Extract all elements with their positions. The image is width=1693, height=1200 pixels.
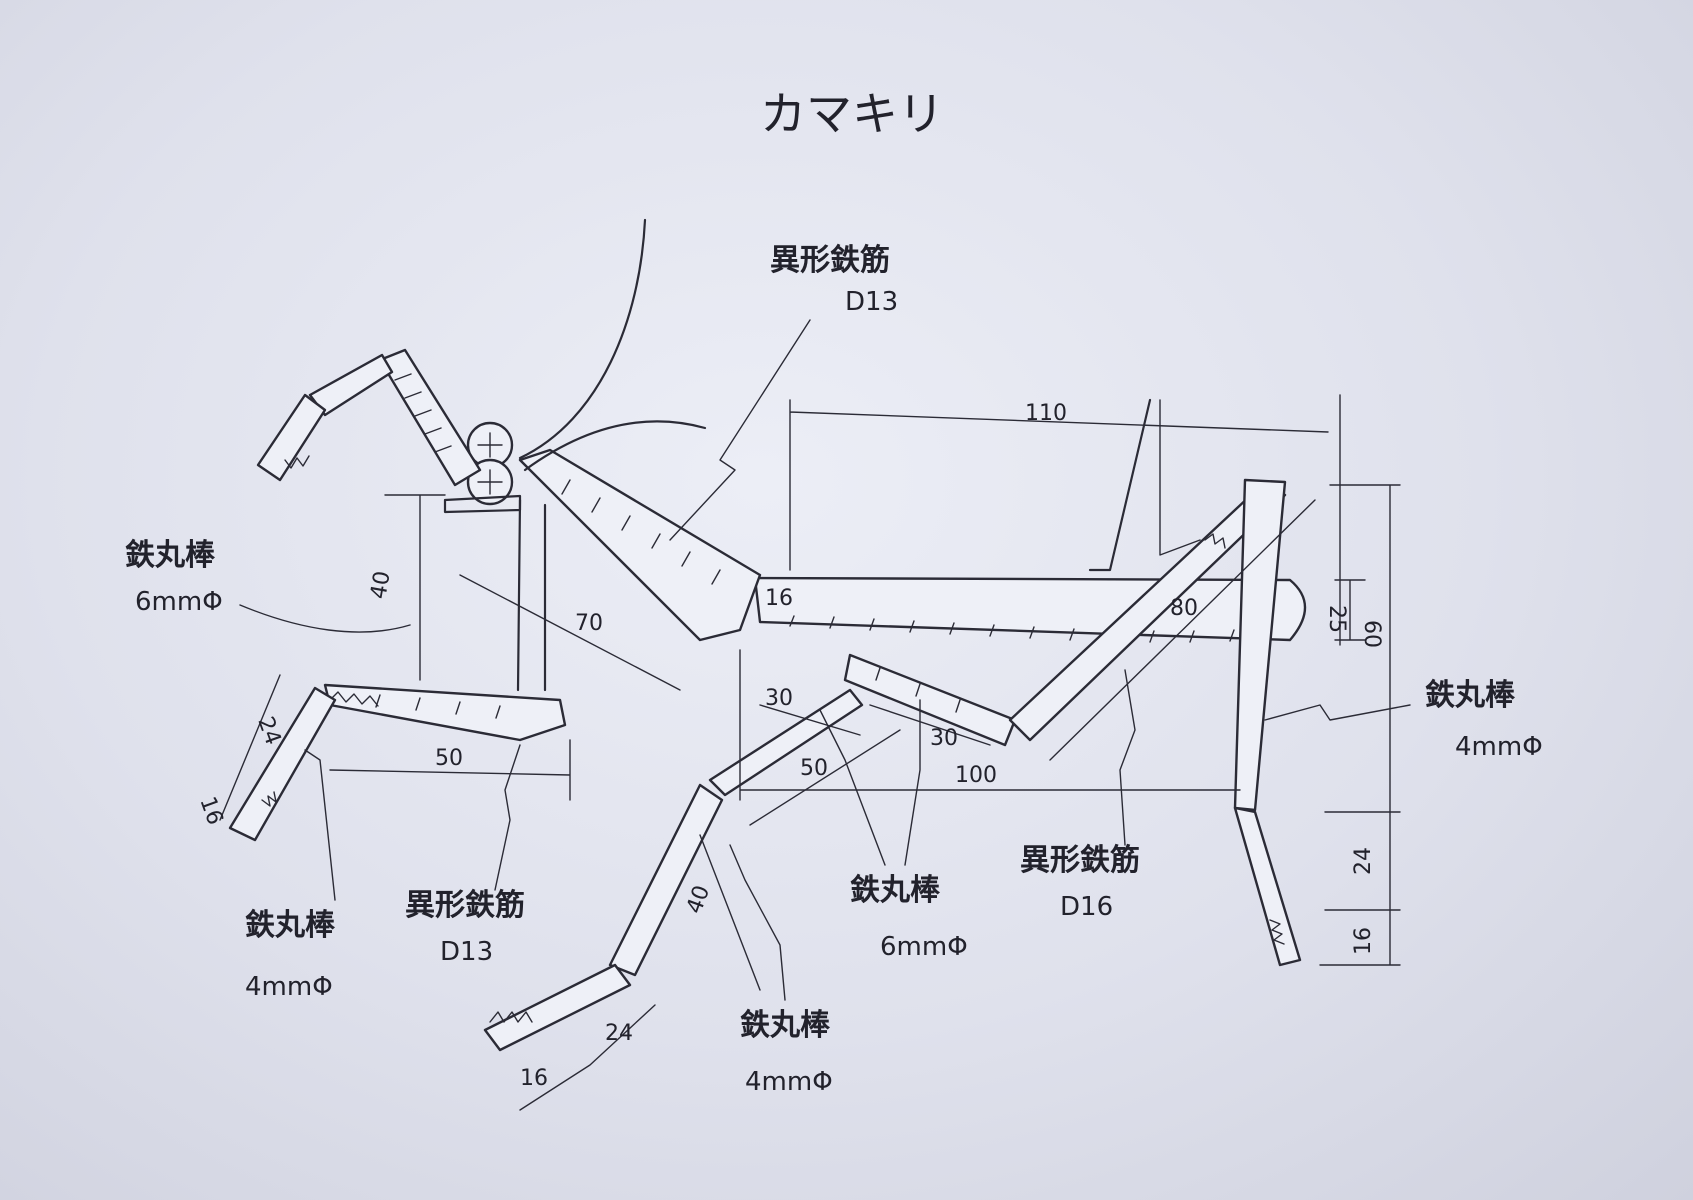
label-rod4-left-spec: 4mmΦ: [245, 972, 333, 1002]
label-rod4-left-name: 鉄丸棒: [245, 908, 336, 943]
antenna-2: [523, 420, 707, 472]
label-rod6-center-name: 鉄丸棒: [850, 873, 941, 908]
dim-50-center: 50: [800, 756, 828, 781]
dim-30-b: 30: [930, 726, 958, 751]
leader-lines: [239, 319, 1411, 1001]
dim-40-lower: 40: [682, 882, 715, 917]
dim-16-right: 16: [1351, 927, 1376, 955]
dim-30-a: 30: [765, 686, 793, 711]
label-d16-spec: D16: [1060, 892, 1113, 922]
dim-70: 70: [575, 611, 603, 636]
front-leg-lower: [228, 683, 567, 842]
label-d13-bottom-spec: D13: [440, 937, 493, 967]
thorax-bar: [518, 448, 762, 642]
dimension-lines: [219, 394, 1401, 1111]
dim-16-bottom: 16: [520, 1066, 548, 1091]
dim-24-bottom: 24: [605, 1021, 633, 1046]
label-rod4-bottom-name: 鉄丸棒: [740, 1008, 831, 1043]
dim-16-head: 16: [765, 586, 793, 611]
label-d13-top-spec: D13: [845, 287, 898, 317]
drawing-title: カマキリ: [760, 87, 944, 141]
front-support-strut: [516, 498, 547, 692]
dim-100: 100: [955, 763, 997, 788]
dim-60: 60: [1359, 620, 1384, 648]
label-d16-name: 異形鉄筋: [1020, 843, 1140, 878]
label-rod4-bottom-spec: 4mmΦ: [745, 1067, 833, 1097]
middle-legs: [483, 653, 1017, 1052]
dim-25: 25: [1324, 605, 1349, 633]
hind-legs: [1008, 398, 1302, 967]
label-rod6-left-name: 鉄丸棒: [125, 538, 216, 573]
abdomen-bar: [753, 576, 1307, 643]
dim-110: 110: [1025, 401, 1067, 426]
label-rod6-center-spec: 6mmΦ: [880, 932, 968, 962]
head: [443, 421, 522, 514]
label-rod4-right-name: 鉄丸棒: [1425, 678, 1516, 713]
antenna-1: [518, 218, 647, 460]
dim-16-left: 16: [194, 794, 227, 829]
dim-40-upper: 40: [366, 569, 395, 601]
label-d13-top-name: 異形鉄筋: [770, 243, 890, 278]
dim-80: 80: [1170, 596, 1198, 621]
label-rod6-left-spec: 6mmΦ: [135, 587, 223, 617]
dim-50-left: 50: [435, 746, 463, 771]
label-rod4-right-spec: 4mmΦ: [1455, 732, 1543, 762]
front-leg-upper: [256, 348, 482, 487]
label-d13-bottom-name: 異形鉄筋: [405, 888, 525, 923]
dim-24-right: 24: [1351, 847, 1376, 875]
